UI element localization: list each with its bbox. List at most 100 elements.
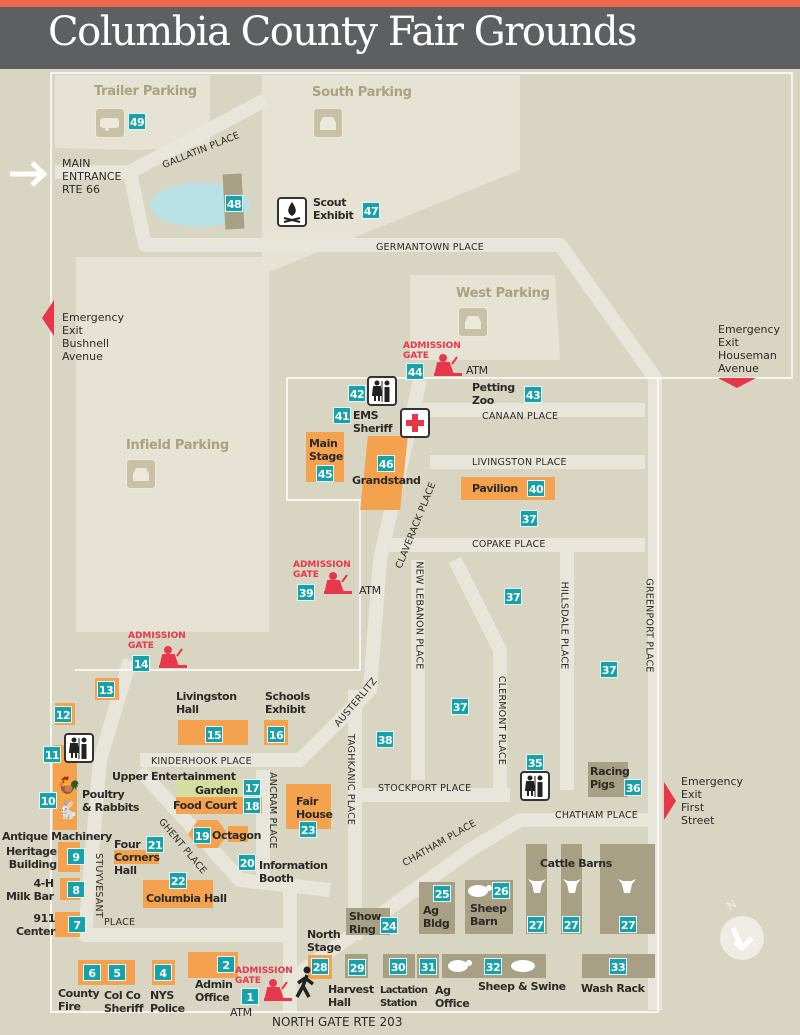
label-sheep-barn: Sheep Barn [470,902,507,928]
restroom-icon [64,733,94,763]
trailer-icon [95,108,125,138]
label-poultry-rabbits: Poultry & Rabbits [82,788,140,814]
marker-9[interactable]: 9 [67,848,85,865]
marker-5[interactable]: 5 [108,964,126,981]
marker-40[interactable]: 40 [527,480,545,497]
label-antique-machinery: Antique Machinery [2,830,112,843]
label-ems-sheriff: EMS Sheriff [353,409,393,435]
marker-18[interactable]: 18 [243,797,261,814]
marker-6[interactable]: 6 [83,964,101,981]
marker-22[interactable]: 22 [169,872,187,889]
label-scout-exhibit: Scout Exhibit [313,196,354,222]
label-pavilion: Pavilion [472,482,518,495]
marker-20[interactable]: 20 [238,854,256,871]
marker-37[interactable]: 37 [520,510,538,527]
marker-1[interactable]: 1 [241,988,259,1005]
marker-27[interactable]: 27 [562,916,580,933]
garden-area[interactable] [176,778,242,797]
street-hillsdale: HILLSDALE PLACE [558,581,570,670]
label-harvest-hall: Harvest Hall [328,983,374,1009]
marker-43[interactable]: 43 [524,386,542,403]
entrance-road [123,170,662,1010]
street-chatham: CHATHAM PLACE [555,810,639,821]
marker-37[interactable]: 37 [451,698,469,715]
marker-32[interactable]: 32 [484,958,502,975]
marker-24[interactable]: 24 [380,917,398,934]
label-ag-bldg: Ag Bldg [423,904,450,930]
atm-label: ATM [230,1006,252,1019]
marker-10[interactable]: 10 [39,792,57,809]
marker-31[interactable]: 31 [419,958,437,975]
marker-48[interactable]: 48 [225,195,243,212]
marker-16[interactable]: 16 [267,726,285,743]
admission-gate-icon [159,646,187,668]
marker-47[interactable]: 47 [362,202,380,219]
marker-26[interactable]: 26 [492,882,510,899]
marker-46[interactable]: 46 [377,455,395,472]
label-cattle-barns: Cattle Barns [540,857,612,870]
marker-37[interactable]: 37 [600,661,618,678]
marker-38[interactable]: 38 [376,731,394,748]
four-corners-hall-building[interactable] [114,850,159,864]
marker-19[interactable]: 19 [193,827,211,844]
marker-11[interactable]: 11 [43,746,61,763]
marker-27[interactable]: 27 [619,916,637,933]
street-taghkanic: TAGHKANIC PLACE [345,733,357,826]
marker-25[interactable]: 25 [433,885,451,902]
clermont-road [448,556,507,790]
marker-29[interactable]: 29 [348,959,366,976]
racing-pigs-building[interactable] [588,762,628,797]
label-octagon: Octagon [212,829,262,842]
marker-44[interactable]: 44 [406,363,424,380]
street-livingston: LIVINGSTON PLACE [472,457,567,468]
marker-12[interactable]: 12 [54,706,72,723]
label-wash-rack: Wash Rack [581,982,645,995]
marker-35[interactable]: 35 [526,754,544,771]
marker-49[interactable]: 49 [128,113,146,130]
north-gate-label: NORTH GATE RTE 203 [272,1015,403,1029]
car-icon [458,307,488,337]
food-court-building[interactable] [176,797,262,814]
main-entrance-label: MAIN ENTRANCE RTE 66 [62,157,122,196]
marker-27[interactable]: 27 [527,916,545,933]
street-germantown: GERMANTOWN PLACE [376,242,484,253]
marker-15[interactable]: 15 [205,726,223,743]
label-milk-bar: 4-H Milk Bar [6,877,54,903]
marker-23[interactable]: 23 [299,821,317,838]
south-parking-label: South Parking [312,85,412,100]
marker-21[interactable]: 21 [146,836,164,853]
street-stockport: STOCKPORT PLACE [378,783,472,794]
octagon-annex[interactable] [228,826,248,842]
marker-42[interactable]: 42 [348,385,366,402]
marker-17[interactable]: 17 [243,779,261,796]
car-icon [313,108,343,138]
rabbit-icon: 🐇 [56,800,79,821]
marker-37[interactable]: 37 [504,588,522,605]
street-greenport: GREENPORT PLACE [643,578,655,673]
atm-label: ATM [359,584,381,597]
sheep-icon [448,960,472,972]
marker-45[interactable]: 45 [316,465,334,482]
left-road [78,657,290,942]
marker-2[interactable]: 2 [217,956,235,973]
compass [720,916,764,960]
rooster-icon: 🐓 [56,775,81,799]
marker-30[interactable]: 30 [389,958,407,975]
ghent-road [134,765,331,897]
marker-13[interactable]: 13 [97,681,115,698]
marker-41[interactable]: 41 [333,407,351,424]
marker-39[interactable]: 39 [297,584,315,601]
label-garden: Garden [195,784,238,797]
label-columbia-hall: Columbia Hall [146,892,227,905]
marker-33[interactable]: 33 [609,958,627,975]
marker-4[interactable]: 4 [154,964,172,981]
label-sheep-swine: Sheep & Swine [478,980,566,993]
marker-28[interactable]: 28 [311,958,329,975]
marker-8[interactable]: 8 [67,881,85,898]
marker-14[interactable]: 14 [132,655,150,672]
marker-36[interactable]: 36 [624,779,642,796]
grandstand-building[interactable] [360,436,408,510]
marker-7[interactable]: 7 [68,916,86,933]
cow-icon [528,879,546,893]
